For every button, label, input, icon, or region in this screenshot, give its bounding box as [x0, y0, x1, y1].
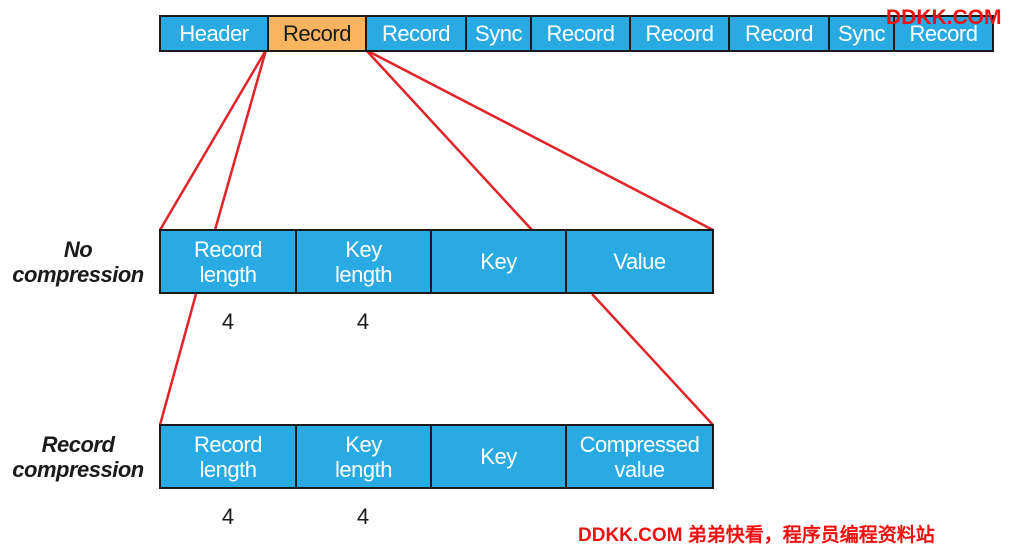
connector-line — [591, 293, 714, 426]
top-cell-record: Record — [365, 15, 467, 52]
rc-size-record-length: 4 — [221, 504, 235, 529]
nc-cell-value: Value — [565, 229, 714, 294]
top-cell-record: Record — [629, 15, 730, 52]
nc-cell-key-length: Key length — [295, 229, 432, 294]
connector-line — [158, 49, 268, 231]
top-cell-sync: Sync — [465, 15, 532, 52]
top-cell-header: Header — [159, 15, 269, 52]
top-cell-record: Record — [728, 15, 830, 52]
rc-size-key-length: 4 — [356, 504, 370, 529]
connector-line — [213, 49, 268, 231]
nc-cell-key: Key — [430, 229, 567, 294]
top-cell-sync: Sync — [828, 15, 895, 52]
connector-line — [158, 293, 198, 426]
nc-size-key-length: 4 — [356, 309, 370, 334]
nc-size-record-length: 4 — [221, 309, 235, 334]
label-record-compression: Record compression — [12, 432, 144, 482]
connector-line — [365, 49, 533, 231]
top-cell-record: Record — [893, 15, 994, 52]
watermark-top: DDKK.COM — [886, 6, 1002, 29]
rc-cell-compressed-value: Compressed value — [565, 424, 714, 489]
connector-line — [365, 48, 714, 232]
label-no-compression: No compression — [12, 237, 144, 287]
nc-cell-record-length: Record length — [159, 229, 297, 294]
rc-cell-key-length: Key length — [295, 424, 432, 489]
rc-cell-record-length: Record length — [159, 424, 297, 489]
top-cell-record-highlighted: Record — [267, 15, 367, 52]
rc-cell-key: Key — [430, 424, 567, 489]
watermark-bottom: DDKK.COM 弟弟快看，程序员编程资料站 — [578, 525, 935, 545]
top-cell-record: Record — [530, 15, 631, 52]
